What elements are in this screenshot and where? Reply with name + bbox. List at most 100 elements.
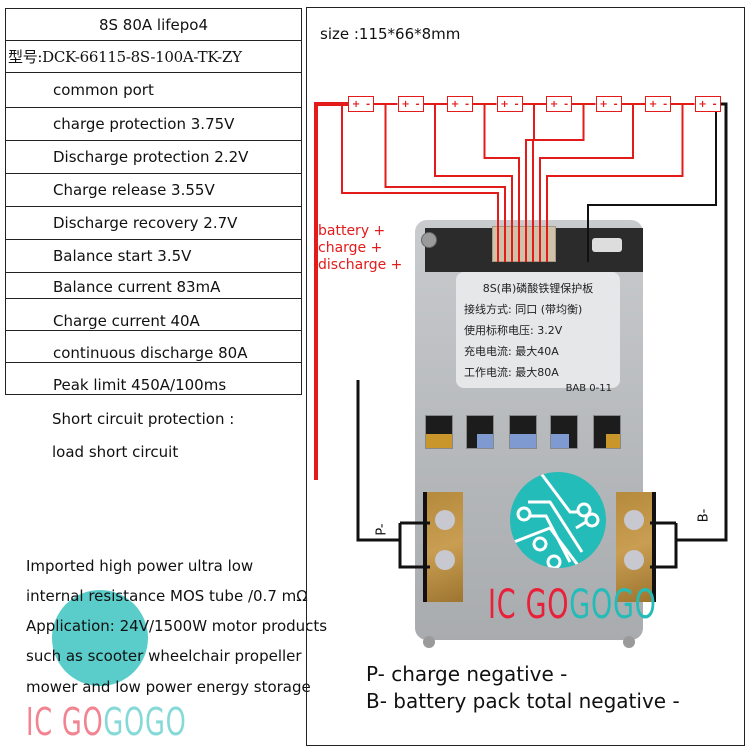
sticker-line: 工作电流: 最大80A: [464, 366, 559, 379]
board-sticker: 8S(串)磷酸铁锂保护板 接线方式: 同口 (带均衡) 使用标称电压: 3.2V…: [456, 272, 620, 394]
circuit-logo-icon: [510, 472, 606, 568]
mos-window: [466, 415, 494, 449]
description-line: such as scooter wheelchair propeller: [26, 647, 302, 665]
balance-wire: [483, 104, 520, 262]
positive-label: battery +: [318, 223, 386, 239]
battery-cell: +-: [694, 96, 721, 112]
cell-plus: +: [450, 98, 460, 110]
legend-p-minus: P- charge negative -: [366, 662, 568, 686]
spec-row: Balance current 83mA: [6, 273, 301, 299]
cell-minus: -: [415, 98, 420, 110]
cell-minus: -: [464, 98, 470, 110]
spec-row: charge protection 3.75V: [6, 108, 301, 141]
positive-wire: [314, 102, 348, 480]
sticker-code: BAB 0-11: [565, 383, 612, 394]
cell-plus: +: [351, 98, 361, 110]
brand-part2: GOGO: [569, 582, 657, 628]
cell-plus: +: [549, 98, 559, 110]
terminal-hole: [624, 550, 644, 570]
cell-minus: -: [365, 98, 371, 110]
spec-row: Charge release 3.55V: [6, 174, 301, 207]
b-minus-label: B-: [696, 508, 712, 523]
b-minus-wire: [676, 102, 728, 542]
balance-wire: [384, 104, 506, 262]
spec-row: Peak limit 450A/100ms: [6, 363, 301, 395]
screw-icon: [421, 232, 437, 248]
b-minus-fork: [650, 521, 678, 569]
spec-row: Discharge recovery 2.7V: [6, 207, 301, 240]
balance-connector: [492, 226, 556, 262]
battery-cell: +-: [348, 96, 374, 112]
diagram-panel: [306, 7, 745, 746]
legend-b-minus: B- battery pack total negative -: [366, 689, 680, 713]
battery-cell: +-: [496, 96, 523, 112]
p-minus-terminal: [423, 492, 463, 602]
cell-minus: -: [613, 98, 618, 110]
sticker-line: 8S(串)磷酸铁锂保护板: [482, 282, 594, 295]
description-line: internal resistance MOS tube /0.7 mΩ: [26, 587, 308, 605]
cell-minus: -: [514, 98, 519, 110]
balance-wire: [341, 104, 499, 262]
brand-logo: IC GOGOGO: [488, 582, 657, 628]
brand-part1: IC GO: [488, 582, 570, 628]
p-minus-wire: [356, 380, 400, 542]
b-minus-terminal: [616, 492, 656, 602]
spec-row: Charge current 40A: [6, 299, 301, 331]
mos-window: [593, 415, 621, 449]
balance-wire: [539, 104, 634, 262]
description-line: mower and low power energy storage: [26, 678, 311, 696]
cell-plus: +: [500, 98, 509, 110]
brand-part1: IC GO: [26, 700, 104, 744]
battery-cell: +-: [397, 96, 424, 112]
brand-part2: GOGO: [103, 700, 187, 744]
mos-window: [509, 415, 537, 449]
sticker-line: 接线方式: 同口 (带均衡): [464, 303, 583, 316]
balance-wire: [525, 104, 535, 262]
size-label: size :115*66*8mm: [320, 25, 461, 43]
p-minus-label: P-: [374, 523, 390, 536]
cell-plus: +: [698, 98, 707, 110]
screw-icon: [623, 636, 635, 648]
cell-minus: -: [712, 98, 717, 110]
balance-wire: [546, 104, 684, 262]
positive-label: charge +: [318, 240, 383, 256]
cell-plus: +: [599, 98, 608, 110]
mos-window: [425, 415, 453, 449]
balance-black-wire: [587, 112, 717, 262]
short-circuit-line: Short circuit protection :: [52, 410, 235, 428]
spec-table: 8S 80A lifepo4 型号:DCK-66115-8S-100A-TK-Z…: [5, 8, 302, 395]
battery-cell: +-: [447, 96, 473, 112]
battery-cell: +-: [645, 96, 671, 112]
spec-model: 型号:DCK-66115-8S-100A-TK-ZY: [6, 41, 301, 73]
cell-plus: +: [648, 98, 658, 110]
watermark-logo-icon: [52, 590, 148, 686]
cell-plus: +: [401, 98, 410, 110]
balance-wire: [434, 104, 513, 262]
description-line: Imported high power ultra low: [26, 557, 254, 575]
cell-minus: -: [662, 98, 668, 110]
board-indicator: [592, 238, 622, 252]
spec-title: 8S 80A lifepo4: [6, 9, 301, 41]
terminal-hole: [435, 550, 455, 570]
spec-row: common port: [6, 73, 301, 108]
battery-cell: +-: [546, 96, 572, 112]
terminal-hole: [435, 510, 455, 530]
sticker-line: 使用标称电压: 3.2V: [464, 324, 563, 337]
battery-cell: +-: [595, 96, 622, 112]
spec-row: continuous discharge 80A: [6, 331, 301, 363]
p-minus-fork: [398, 521, 430, 569]
short-circuit-line: load short circuit: [52, 443, 179, 461]
description-line: Application: 24V/1500W motor products: [26, 617, 328, 635]
spec-row: Discharge protection 2.2V: [6, 141, 301, 174]
circuit-traces-icon: [513, 472, 600, 568]
sticker-line: 充电电流: 最大40A: [464, 345, 559, 358]
mos-window: [550, 415, 578, 449]
screw-icon: [423, 636, 435, 648]
positive-label: discharge +: [318, 257, 403, 273]
spec-row: Balance start 3.5V: [6, 240, 301, 273]
cell-minus: -: [563, 98, 569, 110]
balance-wire: [532, 104, 585, 262]
brand-watermark: IC GOGOGO: [26, 700, 187, 744]
terminal-hole: [624, 510, 644, 530]
